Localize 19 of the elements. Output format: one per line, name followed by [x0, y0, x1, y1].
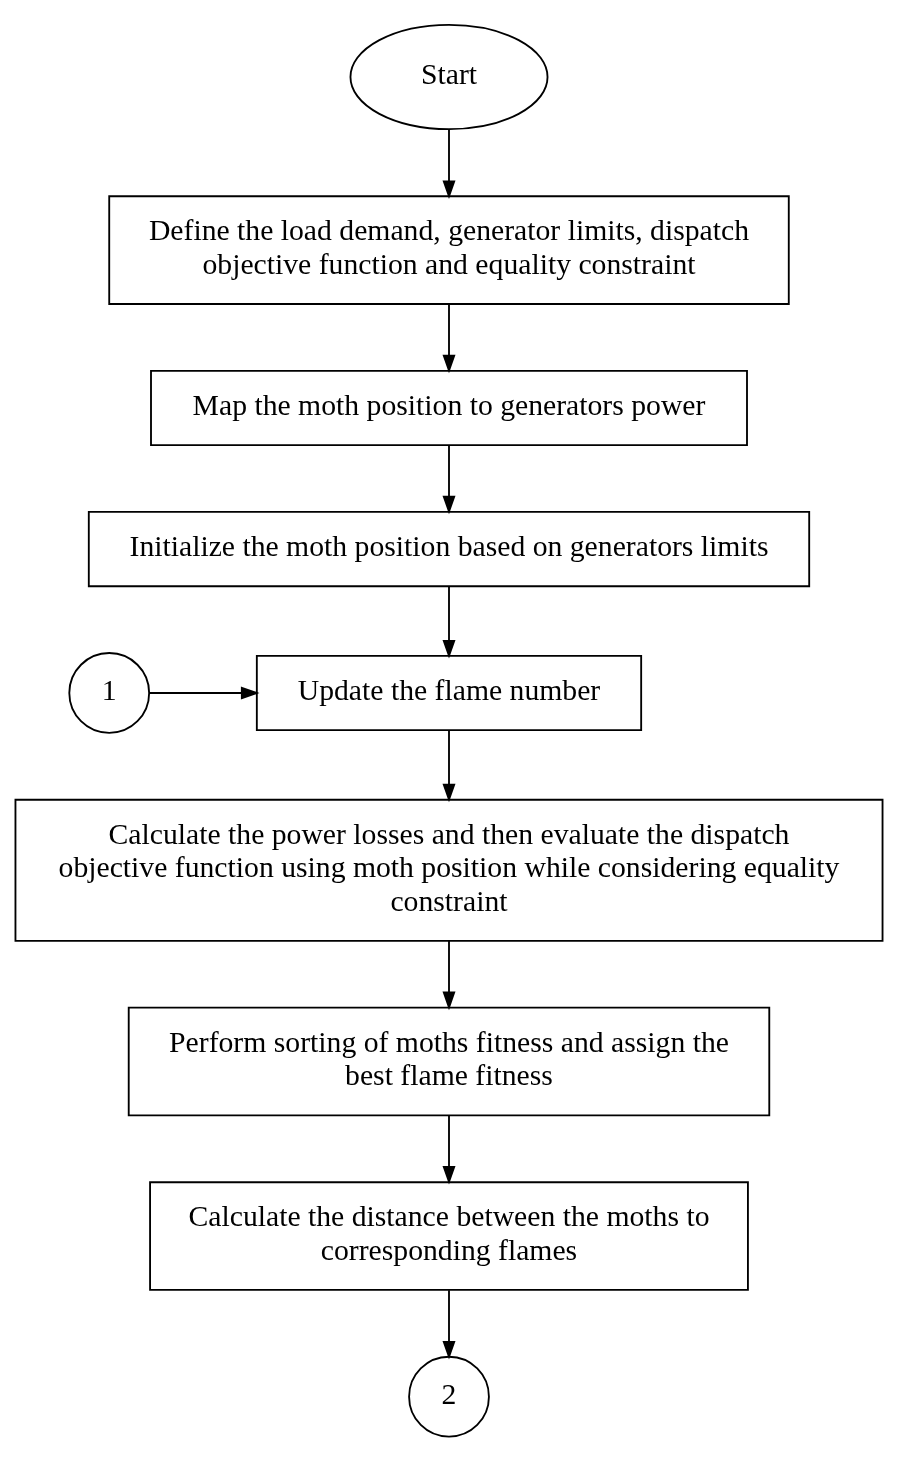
- arrow: [442, 1288, 456, 1359]
- node-box: Map the moth position to generators power: [150, 369, 748, 446]
- arrow: [442, 1114, 456, 1185]
- node-box: Calculate the distance between the moths to corresponding flames: [149, 1180, 749, 1291]
- node-box: Perform sorting of moths fitness and assign the best flame fitness: [127, 1006, 771, 1116]
- node-ellipse: Start: [349, 23, 549, 130]
- node-box: Calculate the power losses and then evaluate the dispatch objective function using moth position while considering equality constraint: [14, 798, 884, 942]
- node-box: Update the flame number: [255, 654, 643, 731]
- arrow: [148, 685, 260, 699]
- arrow: [442, 128, 456, 199]
- node-box: Initialize the moth position based on generators limits: [87, 510, 811, 587]
- arrow: [442, 302, 456, 373]
- arrow: [442, 939, 456, 1010]
- arrow: [442, 729, 456, 802]
- arrow: [442, 584, 456, 659]
- node-circle: 2: [408, 1355, 490, 1437]
- node-box: Define the load demand, generator limits, dispatch objective function and equality constraint: [108, 194, 790, 305]
- node-circle: 1: [68, 651, 151, 734]
- arrow: [442, 443, 456, 514]
